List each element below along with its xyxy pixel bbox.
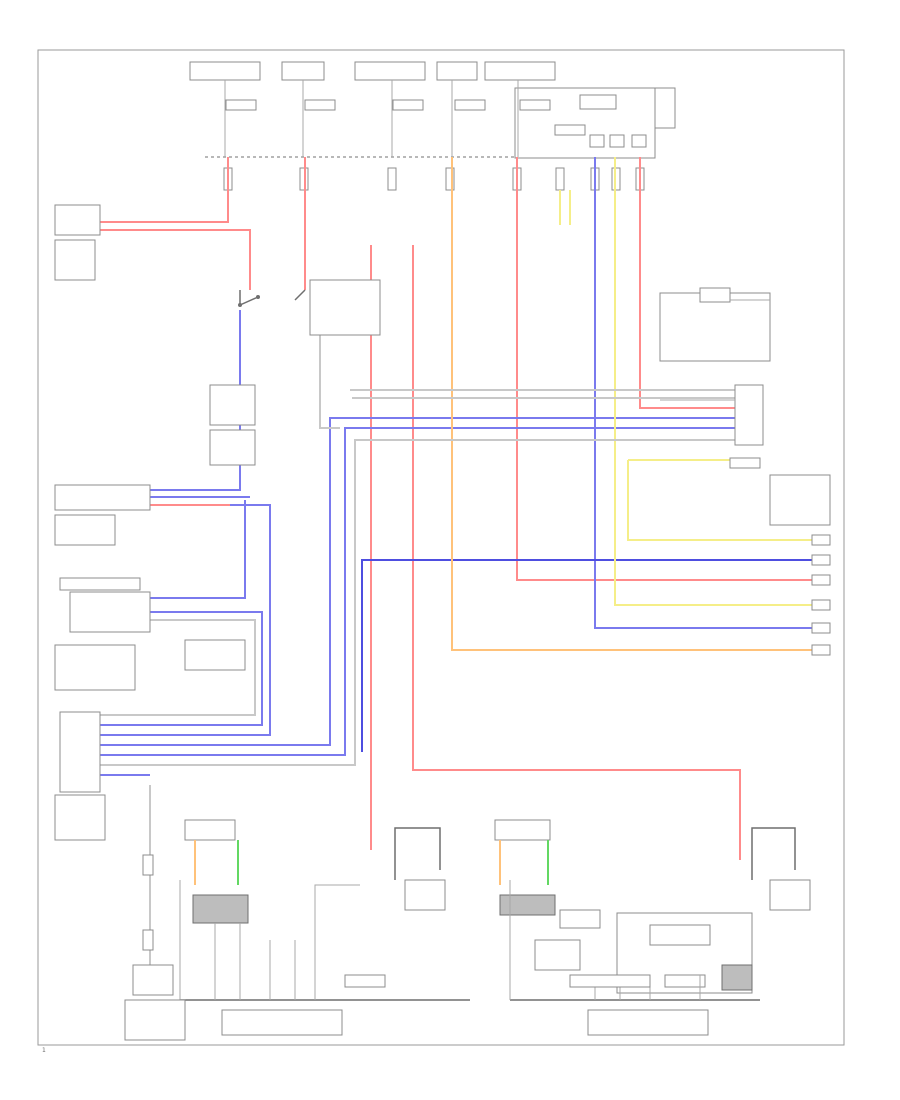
yellow-wires — [559, 157, 812, 606]
fuse-panel — [189, 61, 676, 159]
switch-symbol — [238, 289, 306, 307]
orange-wire — [451, 157, 812, 651]
bus-connectors — [223, 167, 645, 191]
blue-wires — [100, 157, 812, 776]
right-terminals — [811, 534, 831, 656]
grey-wires — [100, 290, 735, 970]
right-module-connector — [659, 287, 831, 526]
page-number: 1 — [42, 1047, 46, 1054]
blue-dark-wire — [361, 559, 812, 752]
left-connectors — [54, 204, 381, 841]
instrument-cluster-right — [494, 819, 811, 1036]
diagram-border — [37, 49, 845, 1046]
red-wires — [100, 157, 812, 860]
instrument-cluster-left — [179, 819, 470, 1036]
ground-component — [124, 854, 186, 1041]
